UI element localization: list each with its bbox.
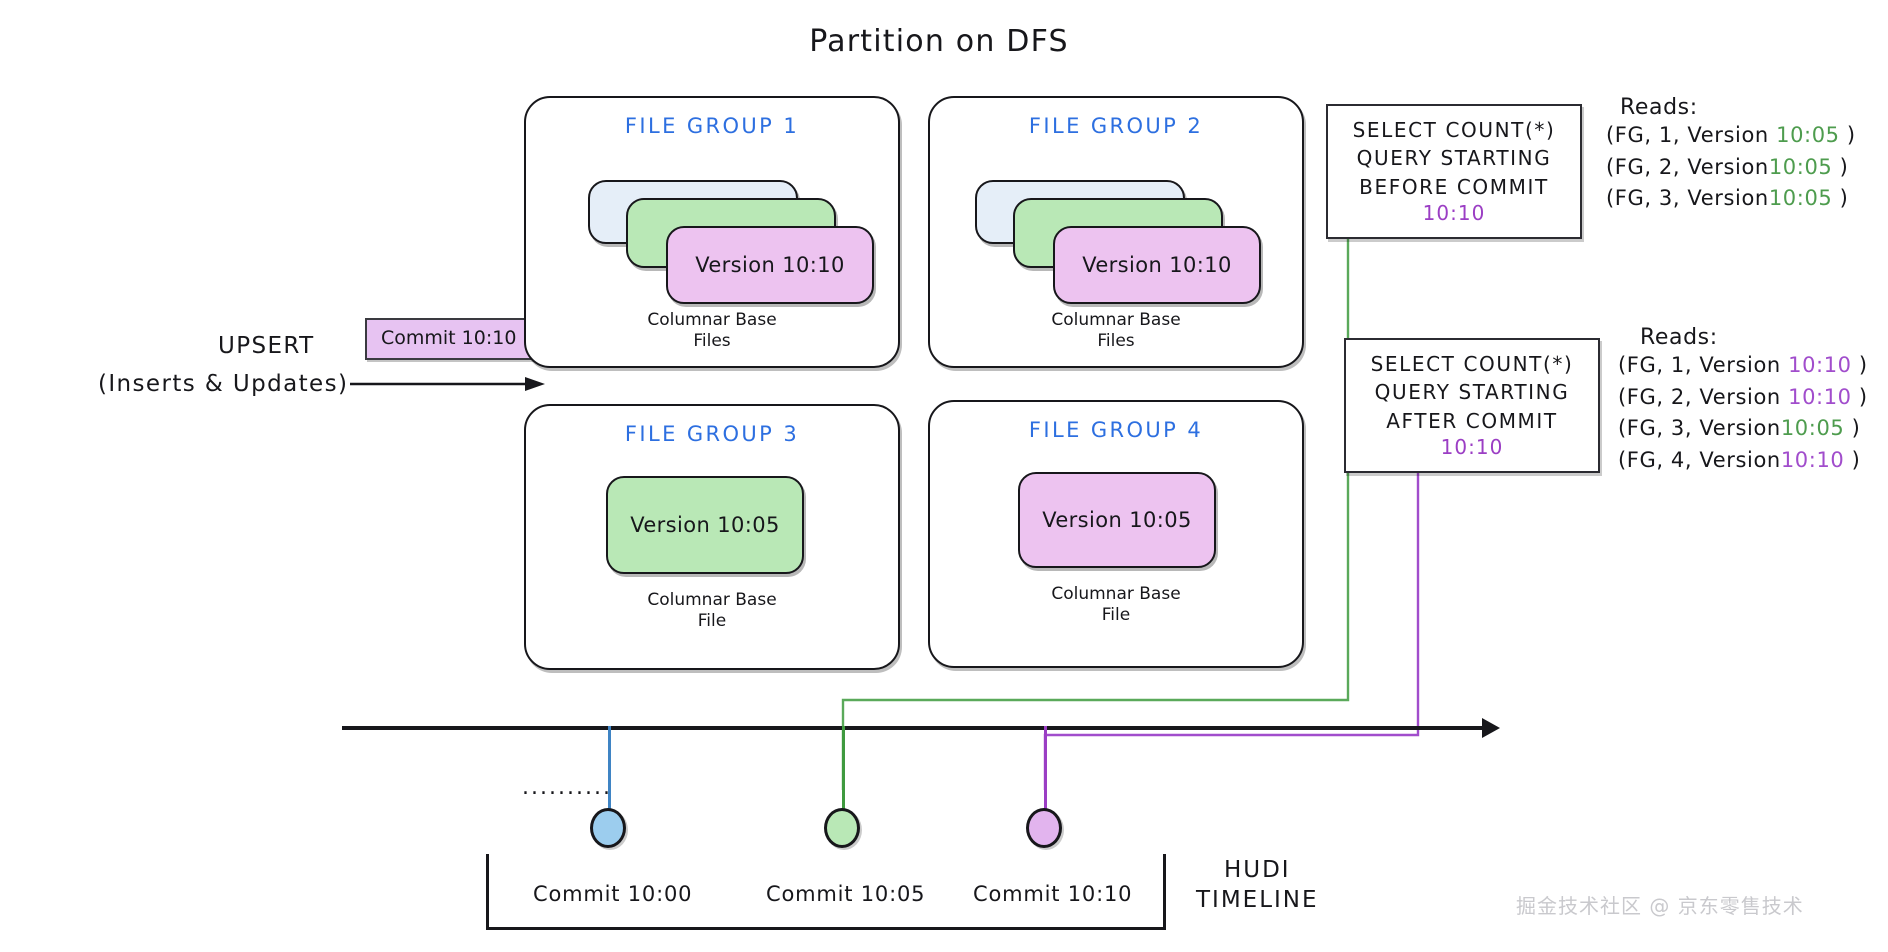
reads-row-prefix: (FG, 2, Version xyxy=(1606,154,1769,179)
reads-row-prefix: (FG, 1, Version xyxy=(1618,353,1789,377)
upsert-sublabel: (Inserts & Updates) xyxy=(98,371,349,397)
timeline-stem-1 xyxy=(608,726,611,810)
page-title-text: Partition on DFS xyxy=(809,24,1069,59)
base-caption-line1: Columnar Base xyxy=(1051,310,1181,330)
reads-row-version: 10:05 xyxy=(1780,416,1845,440)
base-file-caption-1: Columnar Base Files xyxy=(526,310,898,353)
file-group-card-1: FILE GROUP 1 Version 10:10 Columnar Base… xyxy=(524,96,900,368)
timeline-bracket xyxy=(486,854,1166,930)
version-chip-purple-4: Version 10:05 xyxy=(1018,472,1216,568)
timeline-commit-label-2: Commit 10:05 xyxy=(766,882,926,906)
file-group-card-2: FILE GROUP 2 Version 10:10 Columnar Base… xyxy=(928,96,1304,368)
base-caption-line1: Columnar Base xyxy=(647,310,777,330)
query-box-before-commit: SELECT COUNT(*) QUERY STARTING BEFORE CO… xyxy=(1326,104,1582,240)
base-caption-line2: File xyxy=(697,611,727,632)
reads-row-prefix: (FG, 3, Version xyxy=(1606,186,1769,210)
timeline-axis xyxy=(342,726,1482,730)
timeline-stem-3 xyxy=(1044,726,1047,810)
reads-row: (FG, 4, Version10:10 ) xyxy=(1618,445,1868,477)
reads-row-suffix: ) xyxy=(1844,447,1861,472)
query1-line1: SELECT COUNT(*) xyxy=(1352,118,1556,142)
reads-row-suffix: ) xyxy=(1851,384,1868,409)
file-group-title-3: FILE GROUP 3 xyxy=(624,422,800,446)
reads-row: (FG, 3, Version10:05 ) xyxy=(1606,183,1856,215)
reads-title-1: Reads: xyxy=(1620,95,1698,120)
query2-time: 10:10 xyxy=(1440,435,1504,460)
reads-list-before-commit: Reads: (FG, 1, Version 10:05 ) (FG, 2, V… xyxy=(1606,95,1856,215)
reads-row-version: 10:05 xyxy=(1768,154,1833,179)
reads-row-suffix: ) xyxy=(1839,123,1856,147)
timeline-dot-commit-2 xyxy=(824,808,860,848)
base-caption-line2: File xyxy=(1101,605,1131,626)
base-caption-line2: Files xyxy=(1097,331,1135,352)
reads-row: (FG, 2, Version10:05 ) xyxy=(1606,152,1856,184)
base-file-caption-3: Columnar Base File xyxy=(526,590,898,633)
base-file-caption-4: Columnar Base File xyxy=(930,584,1302,627)
timeline-dot-commit-3 xyxy=(1026,808,1062,848)
query2-line1: SELECT COUNT(*) xyxy=(1370,352,1574,376)
reads-row-version: 10:10 xyxy=(1788,384,1852,409)
reads-row-prefix: (FG, 2, Version xyxy=(1618,384,1789,409)
base-file-caption-2: Columnar Base Files xyxy=(930,310,1302,353)
reads-row: (FG, 1, Version 10:05 ) xyxy=(1606,120,1856,152)
query2-line2: QUERY STARTING xyxy=(1374,380,1570,405)
file-group-card-3: FILE GROUP 3 Version 10:05 Columnar Base… xyxy=(524,404,900,670)
reads-row-version: 10:05 xyxy=(1768,186,1833,210)
query1-line3: BEFORE COMMIT xyxy=(1359,174,1549,199)
query2-line3: AFTER COMMIT xyxy=(1386,408,1558,433)
version-chip-green-3: Version 10:05 xyxy=(606,476,804,574)
reads-row-prefix: (FG, 3, Version xyxy=(1618,416,1781,440)
hudi-label-line2: TIMELINE xyxy=(1196,886,1319,913)
file-group-title-4: FILE GROUP 4 xyxy=(1028,418,1204,442)
base-caption-line2: Files xyxy=(693,331,731,352)
reads-row-prefix: (FG, 1, Version xyxy=(1606,123,1777,147)
base-caption-line1: Columnar Base xyxy=(1051,584,1181,604)
timeline-dot-commit-1 xyxy=(590,808,626,848)
query-box-after-commit: SELECT COUNT(*) QUERY STARTING AFTER COM… xyxy=(1344,338,1600,474)
reads-row: (FG, 1, Version 10:10 ) xyxy=(1618,350,1868,382)
file-group-card-4: FILE GROUP 4 Version 10:05 Columnar Base… xyxy=(928,400,1304,668)
query1-line2: QUERY STARTING xyxy=(1356,146,1552,171)
query1-time: 10:10 xyxy=(1422,201,1486,226)
page-title: Partition on DFS xyxy=(0,24,1888,59)
version-chip-purple-1: Version 10:10 xyxy=(666,226,874,304)
timeline-commit-label-3: Commit 10:10 xyxy=(973,882,1133,906)
base-caption-line1: Columnar Base xyxy=(647,590,777,610)
reads-row-suffix: ) xyxy=(1844,416,1861,440)
file-group-title-2: FILE GROUP 2 xyxy=(1028,114,1204,138)
timeline-commit-label-1: Commit 10:00 xyxy=(533,882,693,906)
timeline-axis-arrow xyxy=(1482,718,1500,738)
timeline-stem-2 xyxy=(842,726,845,810)
timeline-ellipsis: .......... xyxy=(522,775,612,800)
reads-row-prefix: (FG, 4, Version xyxy=(1618,447,1781,472)
reads-row: (FG, 3, Version10:05 ) xyxy=(1618,413,1868,445)
reads-row-version: 10:10 xyxy=(1780,447,1845,472)
reads-list-after-commit: Reads: (FG, 1, Version 10:10 ) (FG, 2, V… xyxy=(1618,325,1868,476)
hudi-timeline-label: HUDI TIMELINE xyxy=(1196,856,1319,916)
reads-row-suffix: ) xyxy=(1851,353,1868,377)
file-group-title-1: FILE GROUP 1 xyxy=(624,114,800,138)
reads-row-version: 10:05 xyxy=(1776,123,1840,147)
reads-row-suffix: ) xyxy=(1832,186,1849,210)
hudi-label-line1: HUDI xyxy=(1223,857,1291,883)
reads-row: (FG, 2, Version 10:10 ) xyxy=(1618,382,1868,414)
watermark: 掘金技术社区 @ 京东零售技术 xyxy=(1516,894,1804,918)
reads-title-2: Reads: xyxy=(1640,325,1718,350)
upsert-label: UPSERT xyxy=(218,333,315,359)
reads-row-version: 10:10 xyxy=(1788,353,1852,377)
version-chip-purple-2: Version 10:10 xyxy=(1053,226,1261,304)
commit-badge: Commit 10:10 xyxy=(365,318,533,360)
reads-row-suffix: ) xyxy=(1832,154,1849,179)
